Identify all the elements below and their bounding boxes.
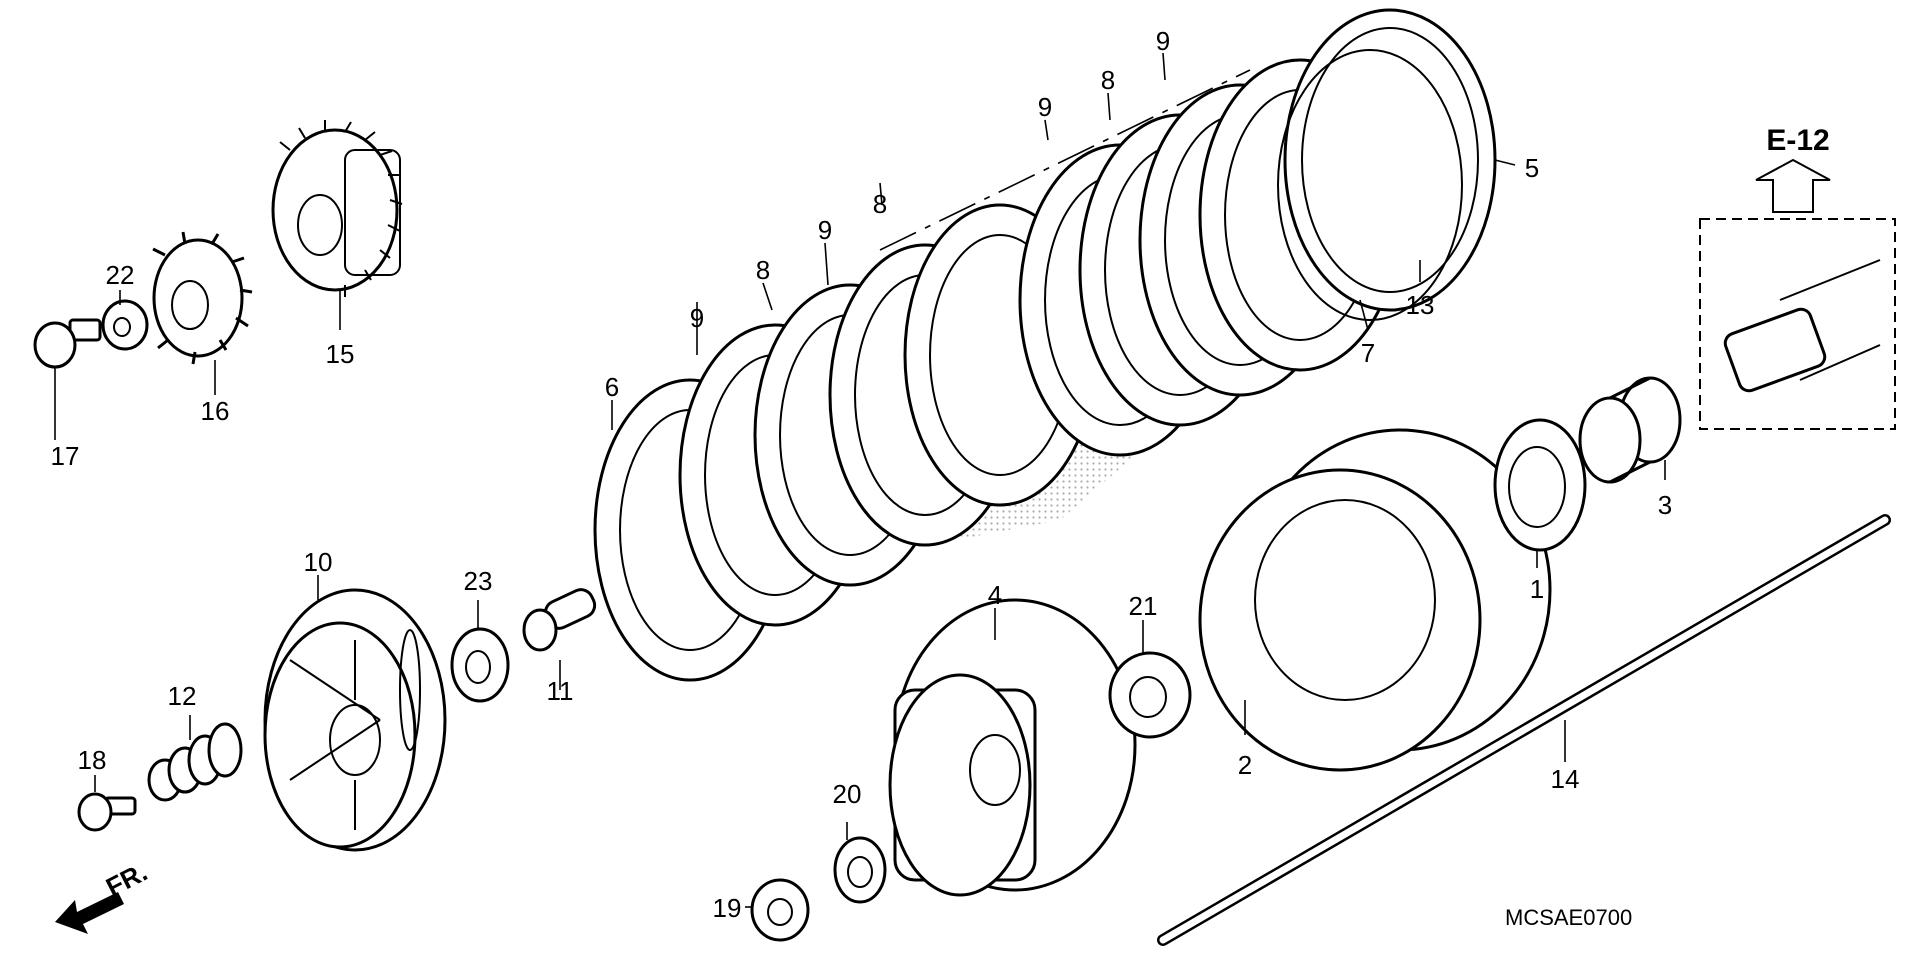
callout-5: 5 [1525,153,1539,183]
bearing-part-23 [450,627,510,703]
callout-19: 19 [713,893,742,923]
callout-1: 1 [1530,574,1544,604]
front-direction-arrow-icon [55,892,124,934]
pressure-plate-part-10 [263,588,447,852]
callout-12: 12 [168,681,197,711]
callout-10: 10 [304,547,333,577]
drawing-code: MCSAE0700 [1505,905,1632,930]
callout-15: 15 [326,339,355,369]
axis-guide-line [879,69,1251,251]
callout-18: 18 [78,745,107,775]
callout-4: 4 [988,580,1002,610]
washer-part-21 [1108,651,1192,739]
callout-22: 22 [106,260,135,290]
leader-lines [54,52,1666,908]
callout-6: 6 [605,372,619,402]
callout-9a: 9 [690,303,704,333]
callout-21: 21 [1129,591,1158,621]
nut-part-19 [750,878,810,942]
collar-part-16 [152,231,253,365]
ring-part-5 [1283,8,1497,312]
callout-14: 14 [1551,764,1580,794]
callout-9d: 9 [1156,26,1170,56]
front-direction-label: FR. [101,857,152,903]
washer-part-20 [833,836,887,904]
callout-17: 17 [51,441,80,471]
callout-8c: 8 [1101,65,1115,95]
spring-part-12 [147,722,243,802]
callout-13: 13 [1406,290,1435,320]
callout-7: 7 [1361,338,1375,368]
callout-23: 23 [464,566,493,596]
reference-box-e12 [1699,218,1896,430]
bolt-part-17 [33,318,102,369]
ring-part-13 [1277,49,1463,321]
callout-16: 16 [201,396,230,426]
lifter-part-11 [522,588,597,652]
reference-label: E-12 [1766,124,1829,157]
callout-20: 20 [833,779,862,809]
washer-part-22 [101,299,149,351]
callout-8b: 8 [873,189,887,219]
callout-9b: 9 [818,215,832,245]
callouts: 1 2 3 4 5 6 7 8 8 8 9 9 9 9 10 11 12 13 … [51,26,1673,923]
callout-11: 11 [547,676,574,706]
gear-part-1 [1493,418,1587,552]
reference-arrow-up-icon [1755,158,1831,213]
clutch-outer-part-2 [1198,428,1552,772]
bolt-part-18 [77,792,137,832]
callout-9c: 9 [1038,92,1052,122]
clutch-center-part-4 [888,598,1137,897]
push-rod-part-14 [1157,514,1891,946]
gear-part-15 [271,120,403,297]
callout-2: 2 [1238,750,1252,780]
sleeve-part-3 [1578,376,1682,484]
callout-8a: 8 [756,255,770,285]
callout-3: 3 [1658,490,1672,520]
